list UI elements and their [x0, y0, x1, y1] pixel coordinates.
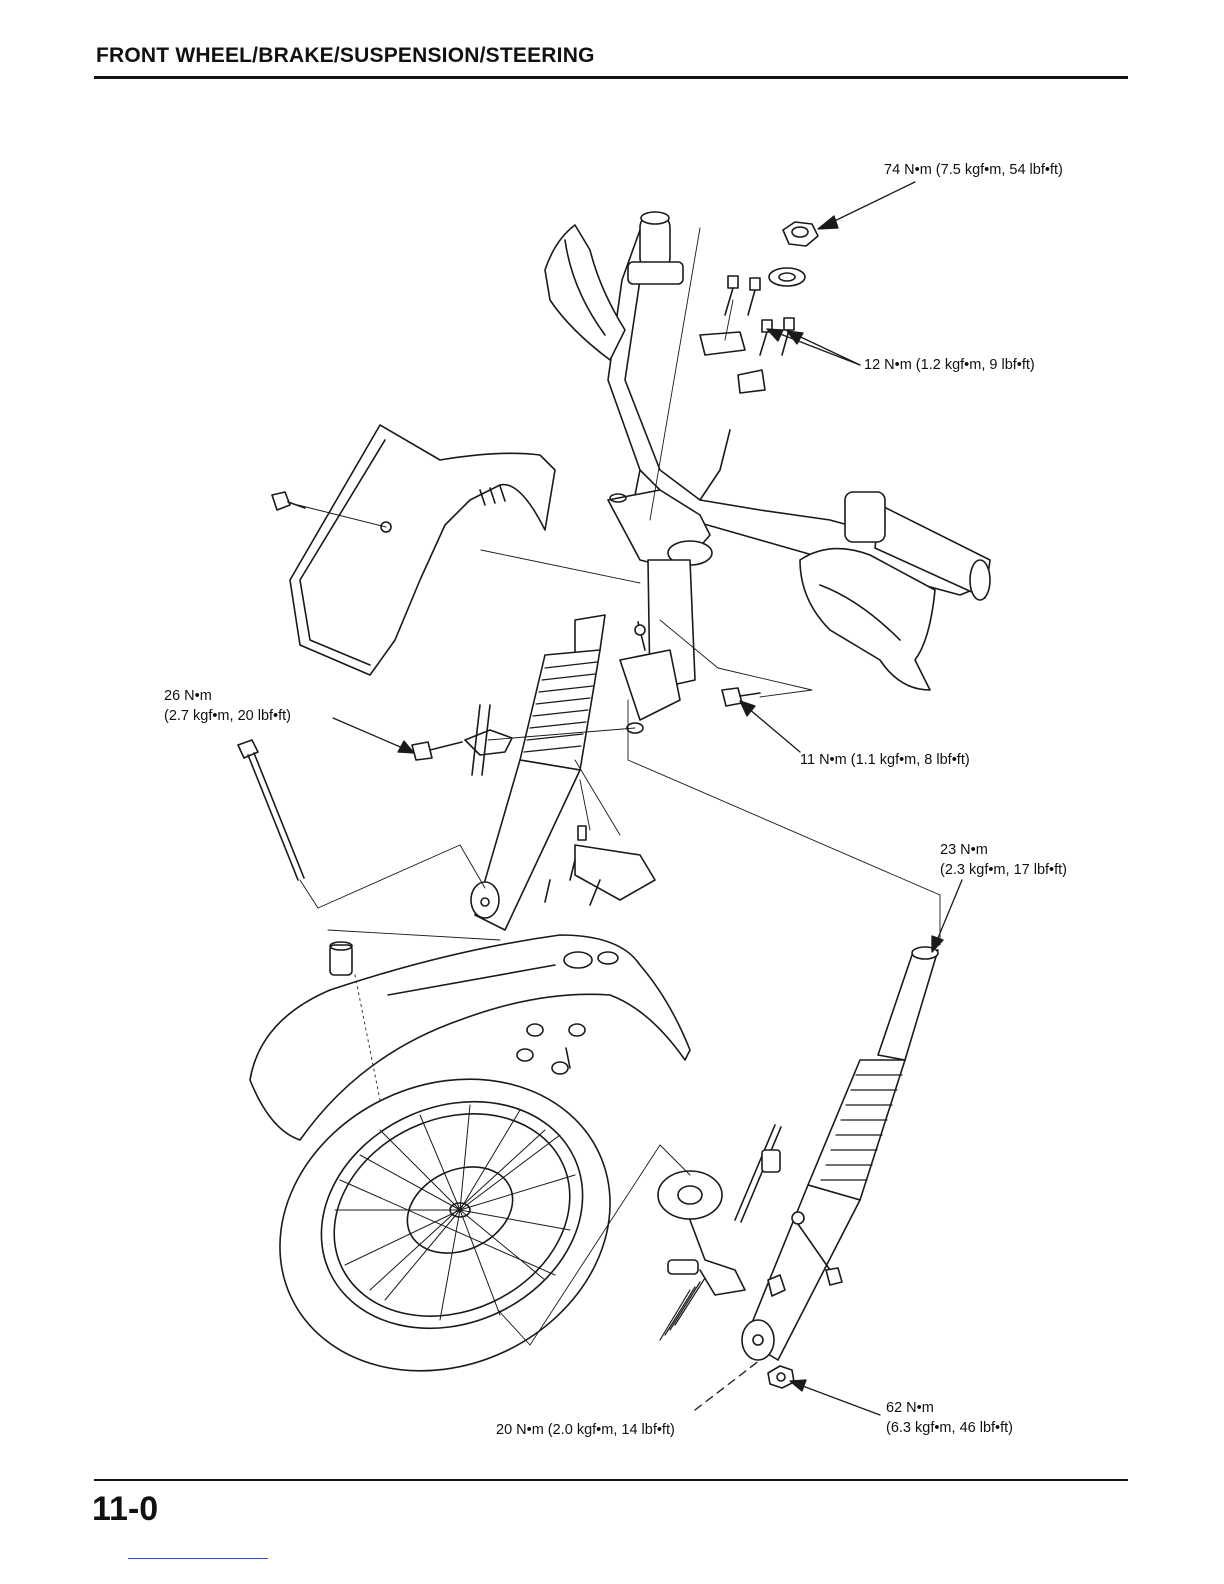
- torque-callout-bottom-bridge-bolt: 11 N•m (1.1 kgf•m, 8 lbf•ft): [800, 750, 970, 770]
- fender-collar: [330, 942, 352, 975]
- left-hand-guard: [545, 225, 625, 360]
- fork-pinch-bolt: [412, 705, 512, 775]
- torque-callout-fork-pinch-bolt: 26 N•m (2.7 kgf•m, 20 lbf•ft): [164, 686, 291, 726]
- torque-callout-fork-cap-bolt: 23 N•m (2.3 kgf•m, 17 lbf•ft): [940, 840, 1067, 880]
- torque-callout-steering-stem-nut: 74 N•m (7.5 kgf•m, 54 lbf•ft): [884, 160, 1063, 180]
- torque-value: 23 N•m: [940, 840, 1067, 860]
- torque-conversion: (6.3 kgf•m, 46 lbf•ft): [886, 1418, 1013, 1438]
- page-number: 11-0: [92, 1490, 158, 1529]
- torque-callout-handlebar-holder-bolts: 12 N•m (1.2 kgf•m, 9 lbf•ft): [864, 355, 1035, 375]
- brake-panel: [658, 1171, 745, 1295]
- torque-conversion: (2.7 kgf•m, 20 lbf•ft): [164, 706, 291, 726]
- brake-cable: [735, 1125, 781, 1222]
- torque-value: 62 N•m: [886, 1398, 1013, 1418]
- torque-conversion: (2.3 kgf•m, 17 lbf•ft): [940, 860, 1067, 880]
- left-fork: [471, 615, 605, 930]
- torque-callout-brake-arm-bolt: 20 N•m (2.0 kgf•m, 14 lbf•ft): [496, 1420, 675, 1440]
- axle-nut: [768, 1366, 794, 1388]
- torque-value: 26 N•m: [164, 686, 291, 706]
- link-underline[interactable]: [128, 1558, 268, 1559]
- steering-stem-nut: [769, 222, 818, 286]
- steering-stem: [620, 560, 695, 733]
- fender-nuts-bolts: [517, 1024, 585, 1074]
- number-plate: [290, 425, 555, 675]
- brake-arm-spring: [660, 1260, 705, 1340]
- axle: [238, 740, 304, 880]
- handlebar-upper-holders: [700, 332, 765, 393]
- torque-callout-axle-nut: 62 N•m (6.3 kgf•m, 46 lbf•ft): [886, 1398, 1013, 1438]
- footer-rule: [94, 1479, 1128, 1481]
- brake-cable-guide: [545, 826, 655, 905]
